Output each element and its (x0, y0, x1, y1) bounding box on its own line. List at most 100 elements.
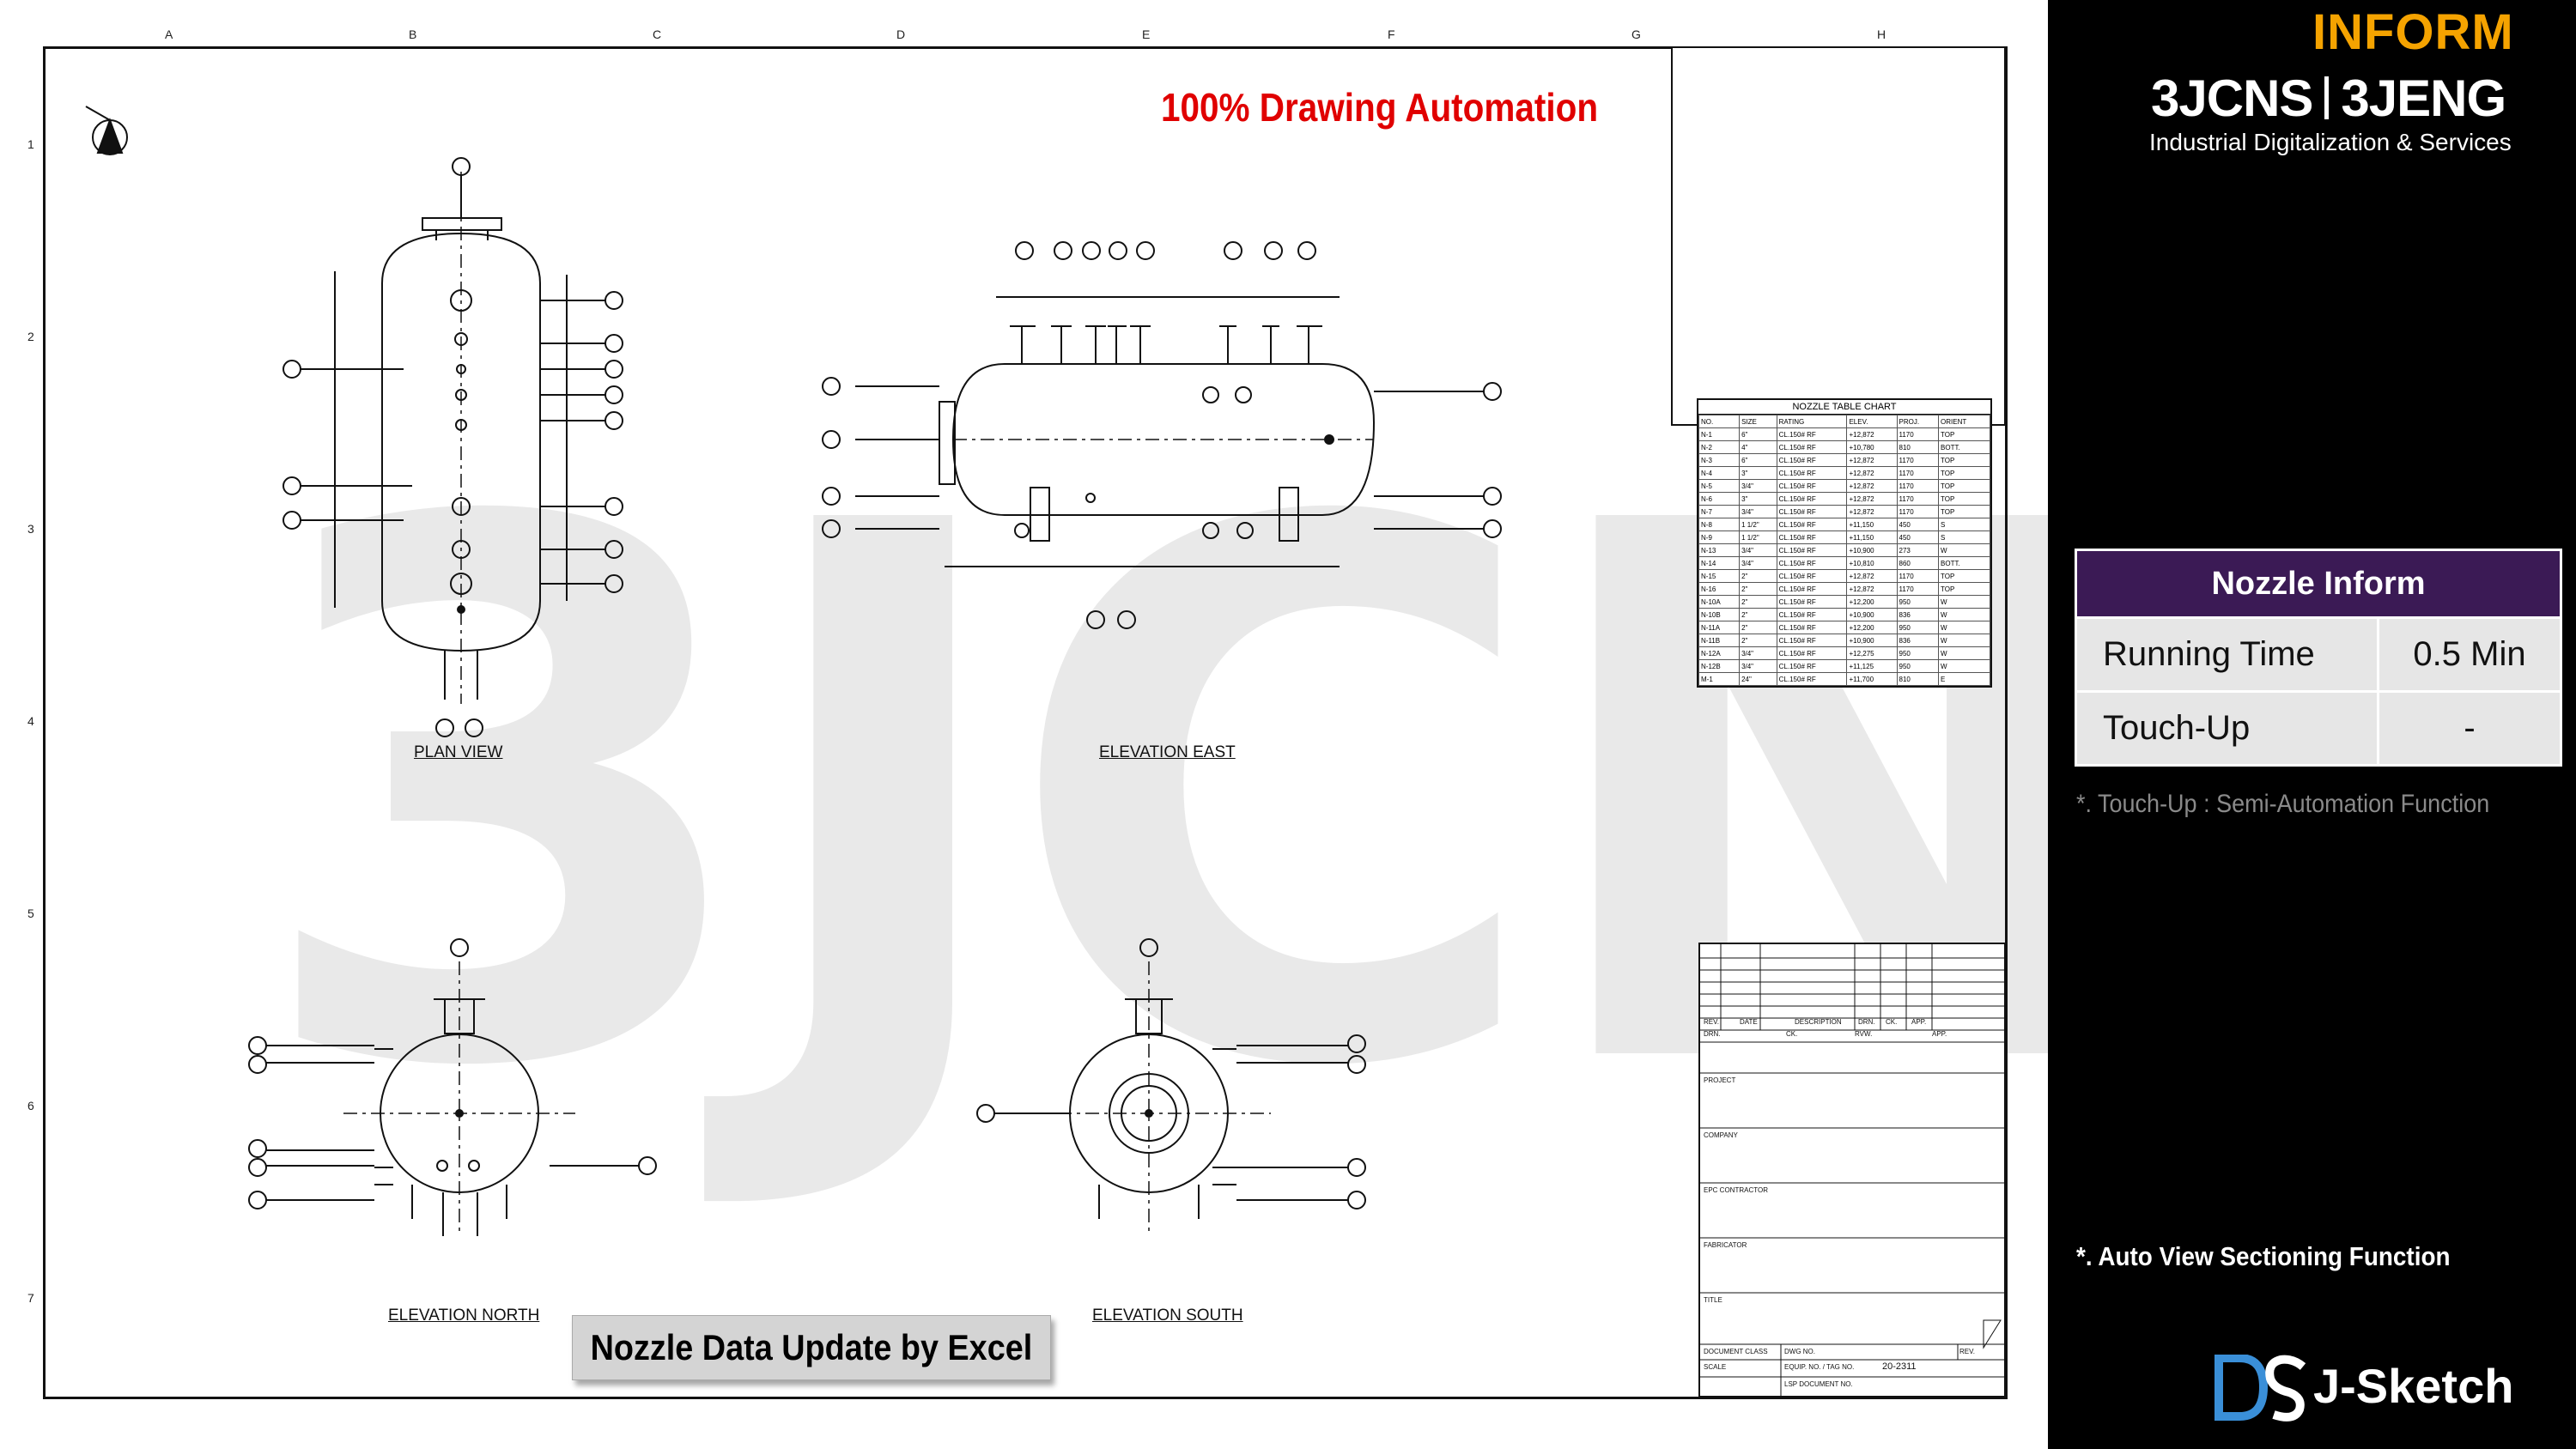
nozzle-table-cell: 3/4" (1739, 505, 1777, 518)
nozzle-table-cell: N-13 (1698, 543, 1741, 557)
nozzle-inform-table: Nozzle Inform Running Time 0.5 Min Touch… (2075, 549, 2562, 767)
nozzle-table-cell: N-2 (1698, 440, 1741, 454)
nozzle-table-cell: W (1938, 621, 1990, 634)
nozzle-table-cell: +10,810 (1846, 556, 1898, 570)
drawing-frame (43, 46, 2008, 1399)
tb-date-label: DATE (1740, 1018, 1758, 1026)
nozzle-table-cell: 24" (1739, 672, 1777, 686)
nozzle-table-cell: N-3 (1698, 453, 1741, 467)
tb-rev: REV. (1959, 1348, 1975, 1355)
nozzle-table-cell: 2" (1739, 608, 1777, 621)
nozzle-table-cell: +12,872 (1846, 453, 1898, 467)
nozzle-table-cell: CL.150# RF (1776, 569, 1848, 583)
nozzle-table-cell: 3/4" (1739, 646, 1777, 660)
nozzle-table-cell: 1170 (1896, 505, 1940, 518)
tb-sub-drn: DRN. (1704, 1030, 1721, 1038)
nozzle-table-cell: N-15 (1698, 569, 1741, 583)
nozzle-table-cell: E (1938, 672, 1990, 686)
nozzle-table-cell: TOP (1938, 479, 1990, 493)
zone-col-label: A (165, 27, 173, 41)
zone-row-label: 6 (27, 1099, 34, 1113)
nozzle-table-cell: N-8 (1698, 518, 1741, 531)
nozzle-table-cell: +11,150 (1846, 530, 1898, 544)
nozzle-table-cell: N-9 (1698, 530, 1741, 544)
nozzle-table-cell: 1170 (1896, 427, 1940, 441)
running-time-value: 0.5 Min (2379, 619, 2560, 690)
nozzle-table-cell: N-11A (1698, 621, 1741, 634)
nozzle-table-cell: +12,872 (1846, 582, 1898, 596)
nozzle-table-cell: W (1938, 608, 1990, 621)
nozzle-table-cell: 1 1/2" (1739, 518, 1777, 531)
nozzle-table-cell: CL.150# RF (1776, 608, 1848, 621)
nozzle-table-cell: N-7 (1698, 505, 1741, 518)
zone-col-label: G (1631, 27, 1641, 41)
view-title-north: ELEVATION NORTH (388, 1307, 540, 1325)
title-block: REV. DATE DESCRIPTION DRN. CK. APP. DRN.… (1698, 943, 2006, 1397)
nozzle-table-cell: 3/4" (1739, 556, 1777, 570)
nozzle-table-cell: 1170 (1896, 569, 1940, 583)
nozzle-table-cell: N-10A (1698, 595, 1741, 609)
nozzle-table-cell: +11,700 (1846, 672, 1898, 686)
nozzle-table-cell: N-1 (1698, 427, 1741, 441)
nozzle-table-cell: 2" (1739, 569, 1777, 583)
auto-sectioning-note: *. Auto View Sectioning Function (2076, 1241, 2451, 1271)
tb-desc-label: DESCRIPTION (1795, 1018, 1842, 1026)
nozzle-table-cell: N-12B (1698, 659, 1741, 673)
nozzle-table-cell: +12,200 (1846, 595, 1898, 609)
nozzle-table-cell: +11,150 (1846, 518, 1898, 531)
zone-col-label: H (1877, 27, 1886, 41)
nozzle-table-cell: W (1938, 543, 1990, 557)
drawing-sheet: 3JCNS TM A B C D E F G H 1 2 3 4 5 6 7 (27, 27, 2576, 1399)
title-block-lines (1700, 944, 2004, 1396)
nozzle-table-cell: CL.150# RF (1776, 595, 1848, 609)
nozzle-table-cell: TOP (1938, 582, 1990, 596)
nozzle-table-chart: NOZZLE TABLE CHART NO. SIZE RATING ELEV.… (1697, 398, 1992, 688)
nozzle-table-cell: 950 (1896, 659, 1940, 673)
nozzle-table-cell: 1 1/2" (1739, 530, 1777, 544)
nozzle-table-cell: W (1938, 595, 1990, 609)
header-cell: PROJ. (1896, 415, 1940, 428)
tb-title: TITLE (1704, 1296, 1722, 1304)
tb-sub-app: APP. (1932, 1030, 1947, 1038)
excel-banner-text: Nozzle Data Update by Excel (590, 1327, 1033, 1367)
north-elevation-vessel (248, 938, 657, 1236)
nozzle-table-cell: TOP (1938, 505, 1990, 518)
nozzle-table-cell: CL.150# RF (1776, 466, 1848, 480)
touch-up-value: - (2379, 693, 2560, 764)
tb-drn-label: DRN. (1858, 1018, 1875, 1026)
tb-project: PROJECT (1704, 1076, 1736, 1084)
nozzle-inform-title: Nozzle Inform (2077, 551, 2560, 619)
nozzle-table-cell: TOP (1938, 466, 1990, 480)
nozzle-table-cell: +12,872 (1846, 427, 1898, 441)
nozzle-table-cell: CL.150# RF (1776, 556, 1848, 570)
j-sketch-logo-text: J-Sketch (2313, 1359, 2514, 1413)
nozzle-table-cell: N-14 (1698, 556, 1741, 570)
brand-right: 3JENG (2341, 70, 2506, 127)
nozzle-table-cell: CL.150# RF (1776, 646, 1848, 660)
tb-ck-label: CK. (1886, 1018, 1898, 1026)
zone-col-label: B (409, 27, 417, 41)
nozzle-table-cell: M-1 (1698, 672, 1741, 686)
nozzle-table-title: NOZZLE TABLE CHART (1698, 400, 1990, 415)
nozzle-table-cell: N-12A (1698, 646, 1741, 660)
nozzle-table-cell: CL.150# RF (1776, 427, 1848, 441)
headline: 100% Drawing Automation (1161, 85, 1599, 130)
zone-row-label: 1 (27, 137, 34, 151)
nozzle-table-cell: 450 (1896, 530, 1940, 544)
info-row-running-time: Running Time 0.5 Min (2077, 619, 2560, 690)
isometric-view-box (1671, 46, 2006, 426)
zone-row-label: 3 (27, 522, 34, 536)
nozzle-table-cell: +12,872 (1846, 569, 1898, 583)
tb-sub-rvw: RVW. (1855, 1030, 1873, 1038)
nozzle-table-cell: 1170 (1896, 453, 1940, 467)
nozzle-table-cell: N-10B (1698, 608, 1741, 621)
